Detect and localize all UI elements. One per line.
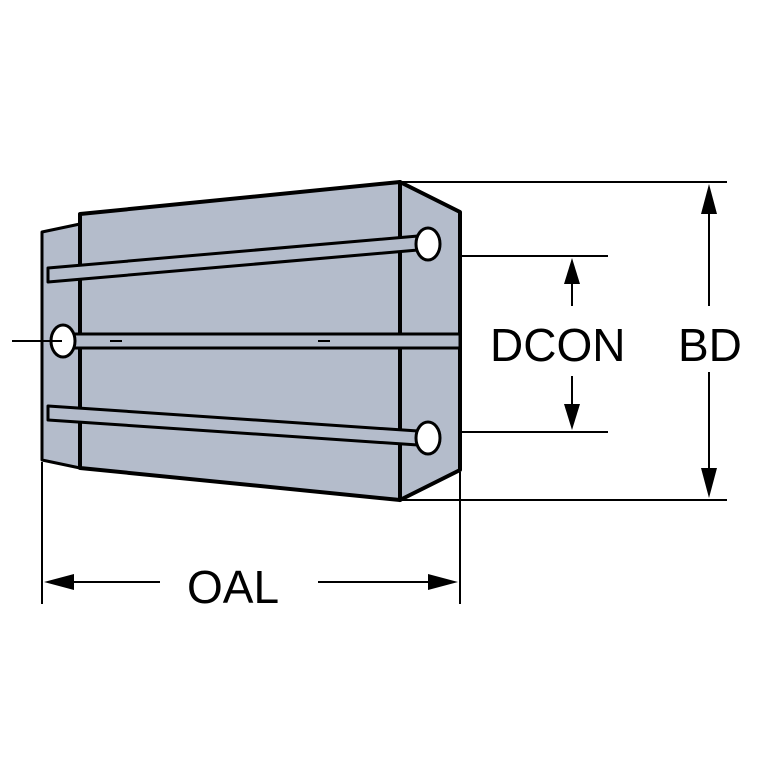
dcon-dimension-arrow <box>564 258 580 430</box>
slot-hole-top <box>414 226 442 262</box>
dcon-label: DCON <box>490 319 625 371</box>
bd-label: BD <box>678 319 742 371</box>
slot-hole-bottom <box>414 420 442 456</box>
oal-dimension-arrow <box>44 574 458 590</box>
bd-dimension-arrow <box>701 184 717 498</box>
oal-label: OAL <box>187 561 279 613</box>
